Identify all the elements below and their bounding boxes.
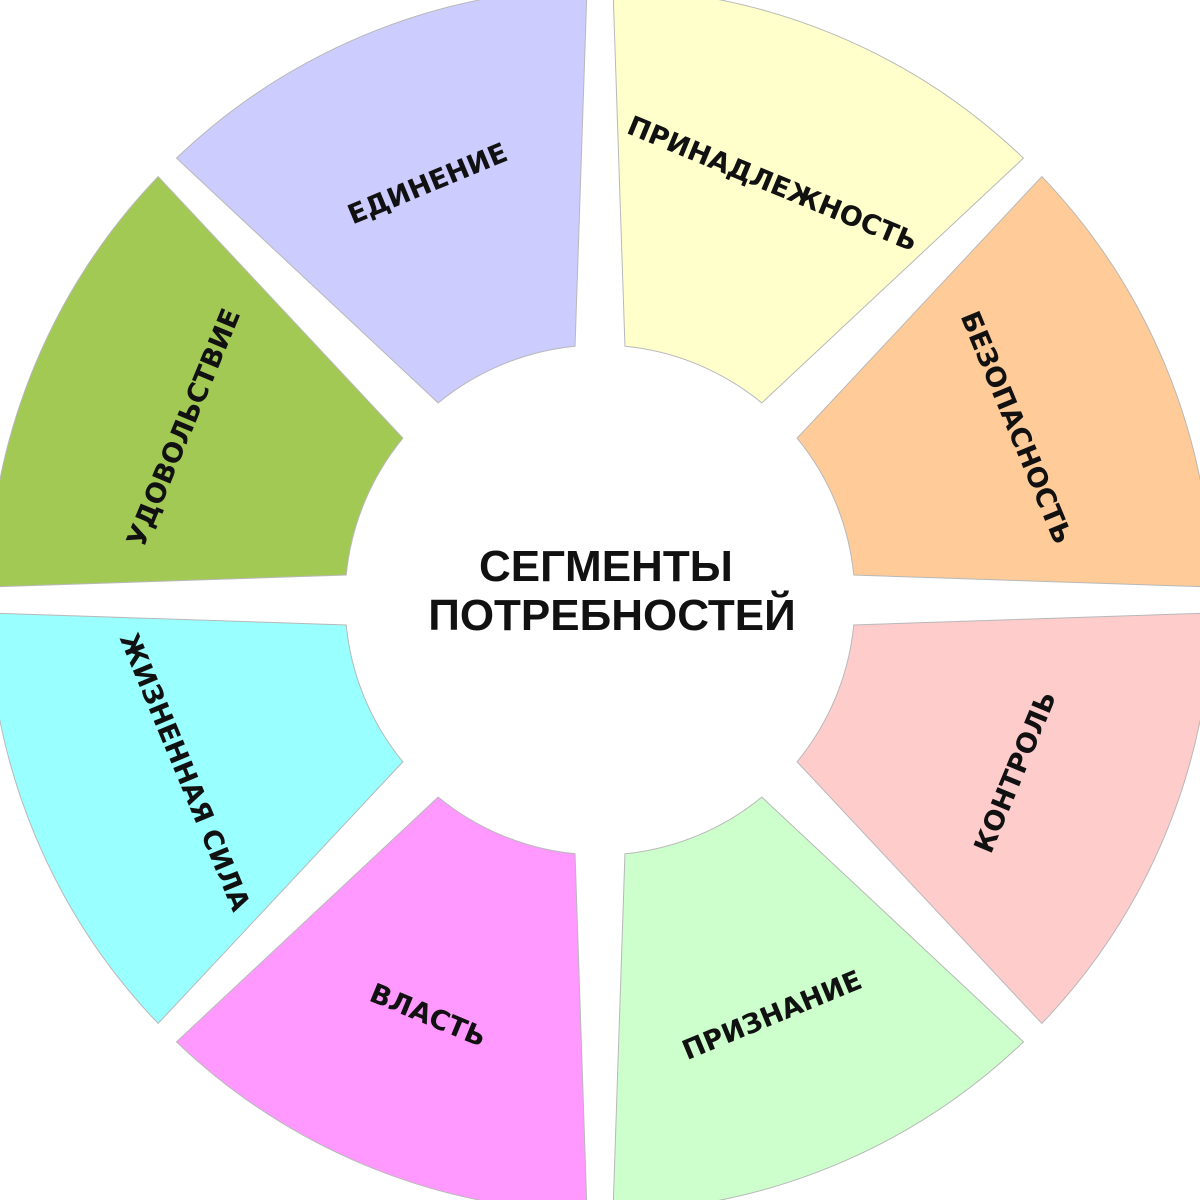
- segment-8-shape: [175, 0, 588, 404]
- segment-1-shape: [612, 0, 1025, 404]
- segment-5-shape: [175, 796, 588, 1200]
- segment-5: [175, 796, 588, 1200]
- segment-2: [796, 175, 1200, 588]
- segment-3: [796, 612, 1200, 1025]
- segment-6-shape: [0, 612, 404, 1025]
- center-title: СЕГМЕНТЫ ПОТРЕБНОСТЕЙ: [428, 542, 796, 640]
- segment-2-shape: [796, 175, 1200, 588]
- segment-6: [0, 612, 404, 1025]
- center-title-line-2: ПОТРЕБНОСТЕЙ: [428, 589, 796, 640]
- segment-7: [0, 175, 404, 588]
- segment-4: [612, 796, 1025, 1200]
- segment-8: [175, 0, 588, 404]
- segment-4-shape: [612, 796, 1025, 1200]
- segment-7-shape: [0, 175, 404, 588]
- center-title-line-1: СЕГМЕНТЫ: [479, 542, 733, 591]
- segment-1: [612, 0, 1025, 404]
- segment-3-shape: [796, 612, 1200, 1025]
